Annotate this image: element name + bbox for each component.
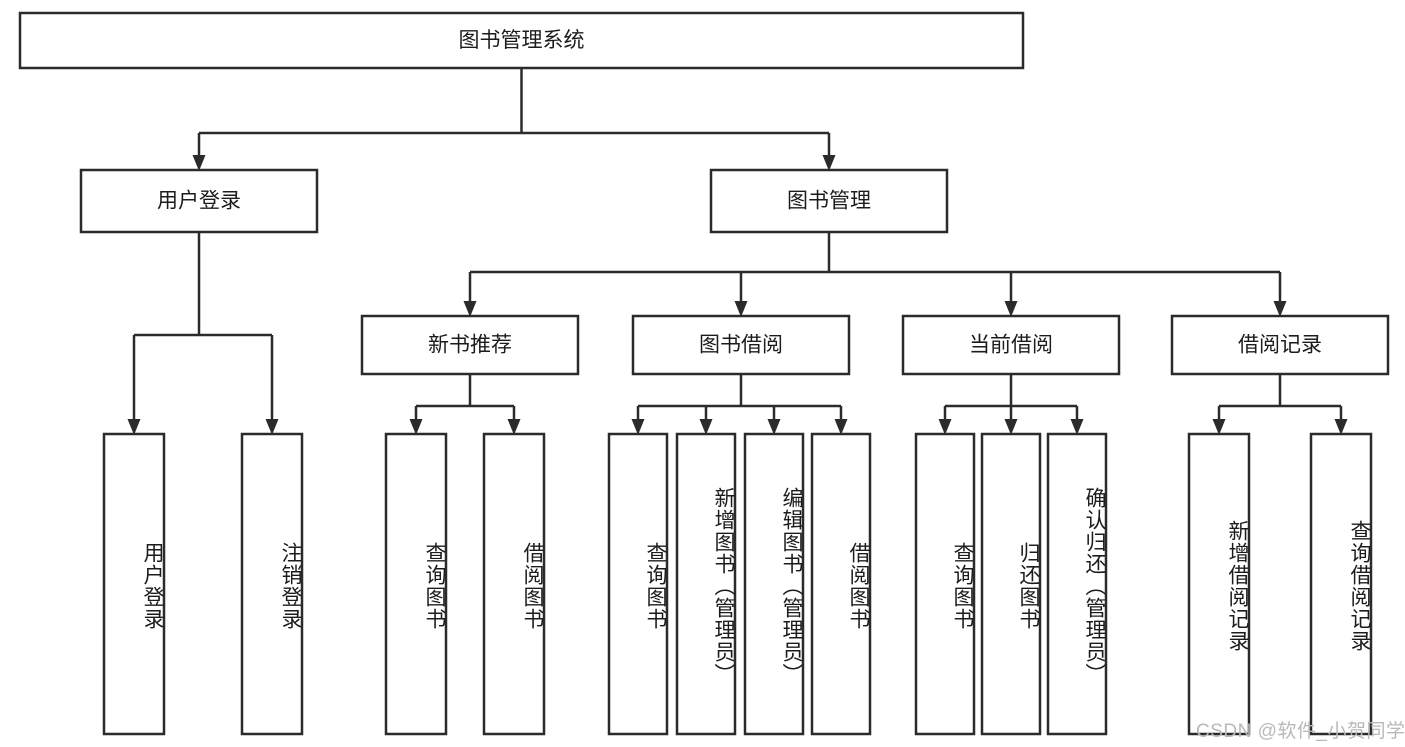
arrow-head-leaf-borrow-book-1 xyxy=(507,419,521,435)
arrow-head-leaf-query-book-2 xyxy=(631,419,645,435)
node-box-leaf-query-book-1[interactable] xyxy=(384,432,448,736)
arrow-head-leaf-return-book xyxy=(1004,419,1018,435)
arrow-head-leaf-query-book-1 xyxy=(409,419,423,435)
node-box-leaf-return-book[interactable] xyxy=(980,432,1042,736)
node-box-leaf-user-login[interactable] xyxy=(102,432,166,736)
arrow-head-borrow-record xyxy=(1273,301,1287,317)
node-box-leaf-borrow-book-2[interactable] xyxy=(810,432,872,736)
arrow-head-leaf-add-book xyxy=(699,419,713,435)
arrow-head-leaf-user-logout xyxy=(265,419,279,435)
node-label-book-borrow: 图书借阅 xyxy=(699,334,783,357)
node-box-leaf-query-book-2[interactable] xyxy=(607,432,669,736)
node-box-user-login[interactable] xyxy=(79,168,319,234)
node-label-borrow-record: 借阅记录 xyxy=(1238,334,1322,357)
node-label-current-borrow: 当前借阅 xyxy=(969,334,1053,357)
node-box-book-manage[interactable] xyxy=(709,168,949,234)
node-box-leaf-user-logout[interactable] xyxy=(240,432,304,736)
arrow-head-leaf-confirm-return xyxy=(1070,419,1084,435)
node-box-leaf-add-book[interactable] xyxy=(675,432,737,736)
node-box-leaf-query-book-3[interactable] xyxy=(914,432,976,736)
node-box-root[interactable] xyxy=(18,11,1025,70)
node-box-leaf-edit-book[interactable] xyxy=(743,432,805,736)
node-box-book-borrow[interactable] xyxy=(631,314,851,376)
arrow-head-leaf-add-record xyxy=(1212,419,1226,435)
arrow-head-book-manage xyxy=(822,155,836,171)
arrow-head-leaf-edit-book xyxy=(767,419,781,435)
node-box-current-borrow[interactable] xyxy=(901,314,1121,376)
arrow-head-new-book-rec xyxy=(463,301,477,317)
node-box-leaf-add-record[interactable] xyxy=(1187,432,1251,736)
node-label-book-manage: 图书管理 xyxy=(787,190,871,213)
arrow-head-current-borrow xyxy=(1004,301,1018,317)
arrow-head-user-login xyxy=(192,155,206,171)
node-box-borrow-record[interactable] xyxy=(1170,314,1390,376)
node-box-new-book-rec[interactable] xyxy=(360,314,580,376)
boxes-layer xyxy=(18,11,1390,736)
arrow-head-leaf-user-login xyxy=(127,419,141,435)
arrow-head-leaf-borrow-book-2 xyxy=(834,419,848,435)
arrow-head-book-borrow xyxy=(734,301,748,317)
node-box-leaf-borrow-book-1[interactable] xyxy=(482,432,546,736)
node-box-leaf-confirm-return[interactable] xyxy=(1046,432,1108,736)
csdn-watermark: CSDN @软件_小贺同学 xyxy=(1196,721,1405,742)
arrow-head-leaf-query-book-3 xyxy=(938,419,952,435)
node-label-user-login: 用户登录 xyxy=(157,190,241,213)
connectors-layer xyxy=(127,68,1348,435)
node-label-new-book-rec: 新书推荐 xyxy=(428,334,512,357)
node-box-leaf-query-record[interactable] xyxy=(1309,432,1373,736)
node-label-root: 图书管理系统 xyxy=(459,29,585,52)
arrow-head-leaf-query-record xyxy=(1334,419,1348,435)
